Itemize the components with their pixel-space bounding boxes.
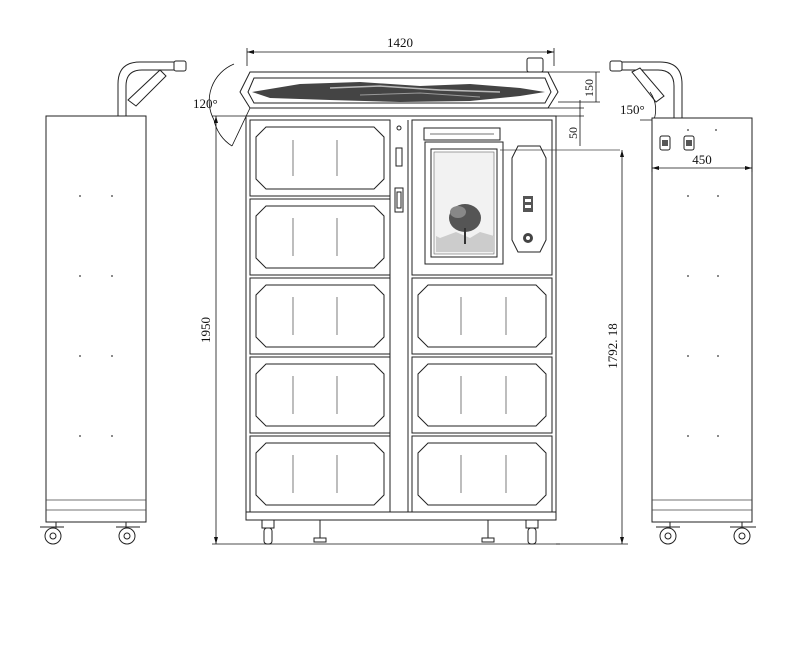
locker-door[interactable]: [411, 435, 553, 513]
left-side-dots: [79, 195, 113, 437]
screen-header-bar: [423, 127, 501, 141]
top-display-panel: [239, 57, 559, 109]
qr-scanner: [523, 196, 533, 212]
dim-top-panel: 150: [543, 71, 600, 103]
right-locker-column: [411, 277, 553, 513]
left-angle-indicator: 120°: [193, 63, 251, 147]
left-lamp-panel: [127, 69, 167, 107]
dim-depth: 450: [651, 150, 753, 172]
side-module: [511, 145, 547, 253]
dim-width-label: 1420: [387, 35, 413, 50]
center-strip: [394, 125, 404, 213]
dim-height-inner-label: 1792. 18: [605, 323, 620, 369]
right-lamp-arm: [620, 61, 683, 118]
left-angle-label: 120°: [193, 96, 218, 111]
right-lamp-panel: [631, 67, 665, 103]
side-sockets: [659, 129, 717, 151]
dim-height-inner: 1792. 18: [556, 150, 628, 545]
locker-door[interactable]: [249, 277, 391, 355]
card-reader-slot: [394, 187, 404, 213]
locker-door[interactable]: [249, 119, 391, 197]
left-locker-column: [249, 119, 391, 513]
screen-unit: [411, 119, 620, 276]
left-lamp-arm: [117, 61, 176, 116]
right-side-wheels: [656, 522, 756, 545]
locker-door[interactable]: [249, 198, 391, 276]
left-cabinet-body: [45, 115, 147, 523]
dim-gap: 50: [548, 100, 584, 146]
front-wheels: [261, 519, 539, 545]
right-cabinet-body: [651, 117, 753, 523]
center-indicator: [395, 147, 403, 167]
dim-depth-label: 450: [692, 152, 712, 167]
locker-door[interactable]: [249, 435, 391, 513]
right-lamp-arm-inner: [620, 69, 675, 118]
left-lamp-arm-inner: [125, 69, 176, 116]
right-side-dots: [687, 195, 719, 437]
left-lamp-head: [173, 60, 187, 72]
top-camera: [526, 57, 544, 73]
left-side-view: [40, 60, 187, 545]
left-side-wheels: [40, 522, 140, 545]
right-angle-label: 150°: [620, 102, 645, 117]
dim-width: 1420: [246, 35, 555, 66]
locker-door[interactable]: [411, 356, 553, 434]
locker-door[interactable]: [411, 277, 553, 355]
front-view: 1420 120°: [193, 35, 628, 545]
dim-height-total-label: 1950: [198, 317, 213, 343]
dim-top-panel-label: 150: [582, 79, 596, 97]
right-lamp-head: [609, 60, 623, 72]
dim-height-total: 1950: [198, 115, 560, 545]
locker-door[interactable]: [249, 356, 391, 434]
right-side-view: 150° 450: [609, 60, 756, 545]
dim-gap-label: 50: [566, 127, 580, 139]
